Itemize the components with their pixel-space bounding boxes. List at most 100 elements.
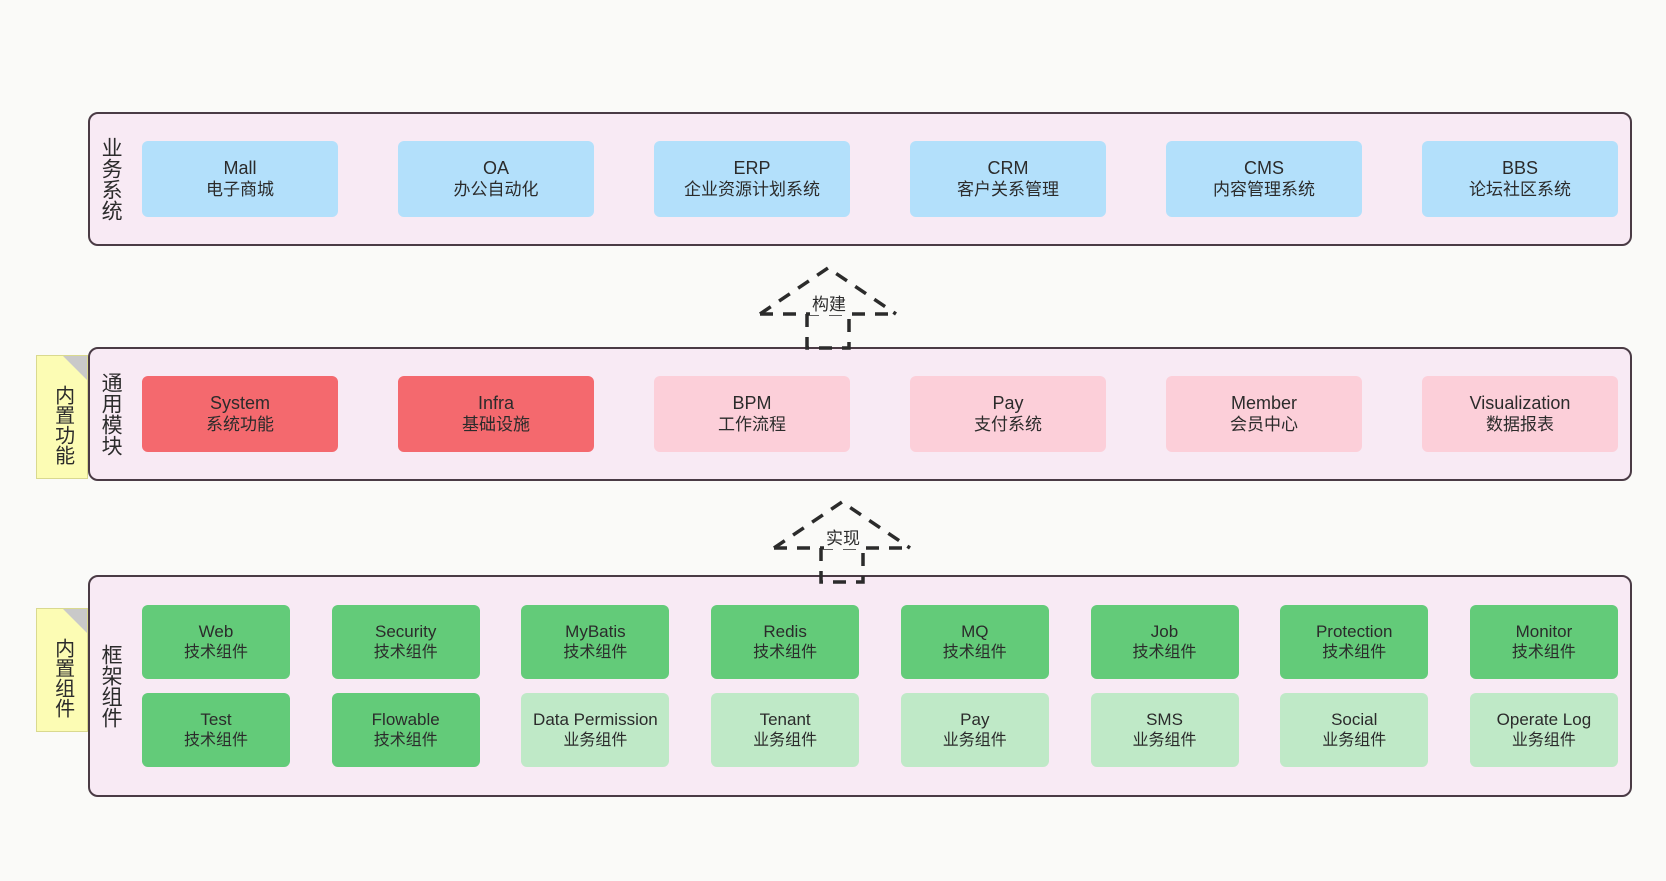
node-social[interactable]: Social 业务组件 <box>1280 693 1429 767</box>
layer-title-common-modules: 通用模块 <box>99 372 123 456</box>
node-security-en: Security <box>374 621 437 641</box>
node-erp[interactable]: ERP 企业资源计划系统 <box>654 141 850 217</box>
framework-row-biz: Test 技术组件 Flowable 技术组件 Data Permission … <box>142 693 1618 767</box>
node-web-cn: 技术组件 <box>183 643 248 661</box>
sticky-fold-icon <box>63 609 87 633</box>
sticky-fold-icon <box>63 356 87 380</box>
sticky-note-builtin-components-text: 内置组件 <box>51 638 74 718</box>
node-monitor[interactable]: Monitor 技术组件 <box>1469 605 1618 679</box>
node-test-cn: 技术组件 <box>183 731 248 749</box>
node-flowable[interactable]: Flowable 技术组件 <box>331 693 480 767</box>
node-security[interactable]: Security 技术组件 <box>331 605 480 679</box>
arrow-build: 构建 <box>752 258 912 350</box>
node-redis[interactable]: Redis 技术组件 <box>711 605 860 679</box>
node-cms[interactable]: CMS 内容管理系统 <box>1166 141 1362 217</box>
node-crm-en: CRM <box>987 157 1029 178</box>
arrow-build-glyph <box>759 265 897 350</box>
layer-body-business-systems: Mall 电子商城 OA 办公自动化 ERP 企业资源计划系统 CRM 客户关系… <box>130 114 1630 244</box>
layer-business-systems: 业务系统 Mall 电子商城 OA 办公自动化 ERP 企业资源计划系统 CRM… <box>88 112 1632 246</box>
node-member[interactable]: Member 会员中心 <box>1166 376 1362 452</box>
layer-framework-components: 框架组件 Web 技术组件 Security 技术组件 MyBatis 技术组件… <box>88 575 1632 797</box>
sticky-note-builtin-components[interactable]: 内置组件 <box>36 608 88 732</box>
node-crm-cn: 客户关系管理 <box>957 179 1059 199</box>
node-data-permission-en: Data Permission <box>533 709 658 729</box>
node-bpm-en: BPM <box>732 392 772 413</box>
layer-title-framework-components: 框架组件 <box>99 644 123 728</box>
node-visualization-cn: 数据报表 <box>1486 414 1554 434</box>
node-mall-en: Mall <box>223 157 257 178</box>
sticky-note-builtin-features-text: 内置功能 <box>51 385 74 465</box>
node-security-cn: 技术组件 <box>373 643 438 661</box>
node-test-en: Test <box>200 709 232 729</box>
node-infra[interactable]: Infra 基础设施 <box>398 376 594 452</box>
node-oa[interactable]: OA 办公自动化 <box>398 141 594 217</box>
node-oa-cn: 办公自动化 <box>453 179 539 199</box>
node-bbs[interactable]: BBS 论坛社区系统 <box>1422 141 1618 217</box>
node-mybatis[interactable]: MyBatis 技术组件 <box>521 605 670 679</box>
node-redis-en: Redis <box>763 621 807 641</box>
node-mybatis-cn: 技术组件 <box>563 643 628 661</box>
node-visualization-en: Visualization <box>1469 392 1571 413</box>
node-test[interactable]: Test 技术组件 <box>142 693 290 767</box>
node-tenant[interactable]: Tenant 业务组件 <box>711 693 860 767</box>
node-infra-cn: 基础设施 <box>462 414 530 434</box>
node-bbs-en: BBS <box>1501 157 1539 178</box>
node-data-permission[interactable]: Data Permission 业务组件 <box>521 693 670 767</box>
node-member-en: Member <box>1230 392 1297 413</box>
node-flowable-cn: 技术组件 <box>373 731 438 749</box>
node-bpm[interactable]: BPM 工作流程 <box>654 376 850 452</box>
node-pay-component-en: Pay <box>960 709 990 729</box>
node-pay-module[interactable]: Pay 支付系统 <box>910 376 1106 452</box>
node-system-en: System <box>209 392 270 413</box>
node-protection-en: Protection <box>1315 621 1393 641</box>
node-mq-cn: 技术组件 <box>942 643 1007 661</box>
node-erp-cn: 企业资源计划系统 <box>684 179 820 199</box>
node-social-cn: 业务组件 <box>1322 731 1387 749</box>
node-tenant-cn: 业务组件 <box>753 731 818 749</box>
node-pay-module-en: Pay <box>992 392 1024 413</box>
node-mybatis-en: MyBatis <box>565 621 626 641</box>
node-bbs-cn: 论坛社区系统 <box>1469 179 1571 199</box>
node-data-permission-cn: 业务组件 <box>563 731 628 749</box>
arrow-implement: 实现 <box>766 492 926 584</box>
node-sms[interactable]: SMS 业务组件 <box>1090 693 1239 767</box>
node-mall[interactable]: Mall 电子商城 <box>142 141 338 217</box>
node-job-en: Job <box>1150 621 1179 641</box>
node-protection-cn: 技术组件 <box>1322 643 1387 661</box>
node-social-en: Social <box>1331 709 1378 729</box>
node-sms-cn: 业务组件 <box>1132 731 1197 749</box>
arrow-implement-glyph <box>773 499 911 584</box>
node-sms-en: SMS <box>1146 709 1183 729</box>
sticky-note-builtin-features[interactable]: 内置功能 <box>36 355 88 479</box>
node-erp-en: ERP <box>733 157 771 178</box>
node-mq-en: MQ <box>961 621 989 641</box>
node-pay-component[interactable]: Pay 业务组件 <box>900 693 1049 767</box>
node-bpm-cn: 工作流程 <box>718 414 786 434</box>
node-tenant-en: Tenant <box>759 709 811 729</box>
layer-body-common-modules: System 系统功能 Infra 基础设施 BPM 工作流程 Pay 支付系统… <box>130 349 1630 479</box>
node-oa-en: OA <box>482 157 509 178</box>
node-mall-cn: 电子商城 <box>206 179 274 199</box>
node-crm[interactable]: CRM 客户关系管理 <box>910 141 1106 217</box>
node-system[interactable]: System 系统功能 <box>142 376 338 452</box>
layer-body-framework-components: Web 技术组件 Security 技术组件 MyBatis 技术组件 Redi… <box>130 577 1630 795</box>
node-web[interactable]: Web 技术组件 <box>142 605 290 679</box>
node-job-cn: 技术组件 <box>1132 643 1197 661</box>
framework-row-tech: Web 技术组件 Security 技术组件 MyBatis 技术组件 Redi… <box>142 605 1618 679</box>
node-infra-en: Infra <box>477 392 515 413</box>
node-operate-log-cn: 业务组件 <box>1511 731 1576 749</box>
arrow-build-label: 构建 <box>810 290 848 315</box>
node-job[interactable]: Job 技术组件 <box>1090 605 1239 679</box>
node-system-cn: 系统功能 <box>206 414 274 434</box>
node-pay-component-cn: 业务组件 <box>942 731 1007 749</box>
node-mq[interactable]: MQ 技术组件 <box>900 605 1049 679</box>
node-operate-log[interactable]: Operate Log 业务组件 <box>1469 693 1618 767</box>
node-protection[interactable]: Protection 技术组件 <box>1280 605 1429 679</box>
node-visualization[interactable]: Visualization 数据报表 <box>1422 376 1618 452</box>
node-monitor-en: Monitor <box>1515 621 1573 641</box>
node-member-cn: 会员中心 <box>1230 414 1298 434</box>
node-cms-cn: 内容管理系统 <box>1213 179 1315 199</box>
arrow-implement-label: 实现 <box>824 524 862 549</box>
node-pay-module-cn: 支付系统 <box>974 414 1042 434</box>
